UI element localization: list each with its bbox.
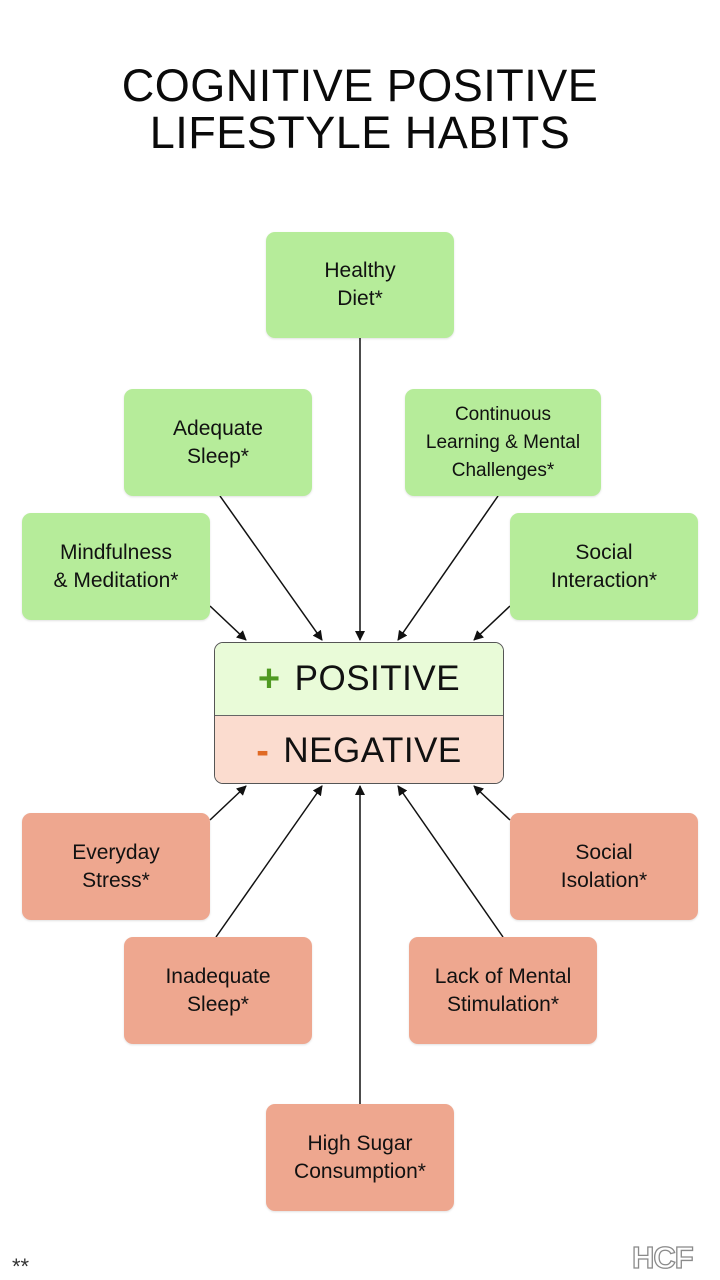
arrow-adequate-sleep xyxy=(219,495,323,641)
habit-box-adequate-sleep: Adequate Sleep* xyxy=(124,389,312,496)
arrow-inadequate-sleep xyxy=(215,785,323,938)
plus-sign: + xyxy=(257,657,281,700)
habit-label: Continuous Learning & Mental Challenges* xyxy=(425,403,581,481)
arrow-everyday-stress xyxy=(209,785,247,821)
arrow-mindfulness xyxy=(209,605,247,641)
habit-label: Everyday Stress* xyxy=(72,840,160,892)
habit-label: Healthy Diet* xyxy=(324,259,396,310)
page-title: COGNITIVE POSITIVE LIFESTYLE HABITS xyxy=(0,62,720,156)
positive-half: + POSITIVE xyxy=(215,643,503,716)
habit-label: Social Isolation* xyxy=(560,840,648,892)
habit-box-healthy-diet: Healthy Diet* xyxy=(266,232,454,338)
habit-box-social-isolation: Social Isolation* xyxy=(510,813,698,920)
habit-box-mindfulness: Mindfulness & Meditation* xyxy=(22,513,210,620)
arrow-social-isolation xyxy=(473,785,511,821)
habit-label: Social Interaction* xyxy=(550,540,658,592)
habit-box-lack-of-mental-stimulation: Lack of Mental Stimulation* xyxy=(409,937,597,1044)
habit-label: Adequate Sleep* xyxy=(173,416,263,468)
positive-negative-center-box: + POSITIVE - NEGATIVE xyxy=(214,642,504,784)
habit-label: Lack of Mental Stimulation* xyxy=(434,964,572,1016)
habit-box-inadequate-sleep: Inadequate Sleep* xyxy=(124,937,312,1044)
arrow-lack-of-stimulation xyxy=(397,785,504,938)
arrow-continuous-learning xyxy=(397,495,499,641)
habit-box-continuous-learning: Continuous Learning & Mental Challenges* xyxy=(405,389,601,496)
negative-half: - NEGATIVE xyxy=(215,716,503,783)
minus-sign: - xyxy=(256,729,270,772)
title-line-1: COGNITIVE POSITIVE xyxy=(121,60,599,111)
title-line-2: LIFESTYLE HABITS xyxy=(149,107,571,158)
habit-label: Inadequate Sleep* xyxy=(165,964,271,1016)
habit-box-social-interaction: Social Interaction* xyxy=(510,513,698,620)
habit-label: High Sugar Consumption* xyxy=(294,1131,426,1183)
habit-box-high-sugar: High Sugar Consumption* xyxy=(266,1104,454,1211)
arrow-social-interaction xyxy=(473,605,511,641)
hcf-logo: HCF xyxy=(631,1239,694,1275)
positive-label: POSITIVE xyxy=(294,659,461,698)
habit-label: Mindfulness & Meditation* xyxy=(53,540,179,592)
footnote-marker: ** xyxy=(12,1254,30,1279)
negative-label: NEGATIVE xyxy=(283,731,462,770)
habit-box-everyday-stress: Everyday Stress* xyxy=(22,813,210,920)
